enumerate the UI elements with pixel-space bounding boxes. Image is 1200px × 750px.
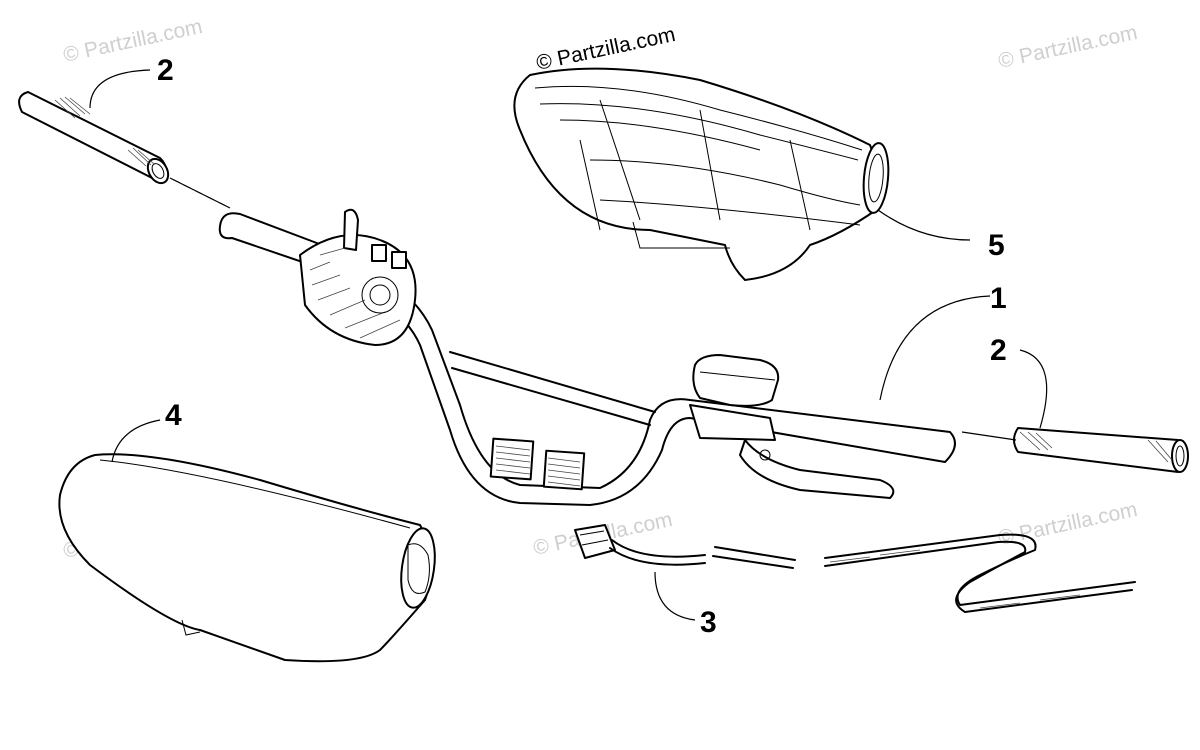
callout-pad-left: 4 (165, 399, 182, 432)
callout-grip-left: 2 (157, 54, 174, 87)
watermark-top-right: © Partzilla.com (996, 21, 1139, 73)
handlebar (218, 212, 956, 506)
lower-pad (58, 453, 436, 663)
callout-wiring-harness: 3 (700, 606, 717, 639)
left-switch-housing (299, 208, 417, 346)
callout-pad-top: 5 (988, 229, 1005, 262)
watermark-top-left: © Partzilla.com (61, 15, 204, 67)
callout-handlebar: 1 (990, 282, 1007, 315)
right-grip (961, 427, 1189, 473)
leader-pad-left (111, 419, 161, 463)
top-pad (513, 67, 890, 281)
leader-harness (654, 571, 696, 621)
wiring-harness (574, 524, 1136, 613)
leader-pad-top (877, 209, 971, 241)
callout-grip-right: 2 (990, 334, 1007, 367)
brake-master-cylinder (689, 354, 895, 499)
left-grip (18, 91, 231, 209)
watermark-primary: © Partzilla.com (534, 23, 677, 75)
leader-grip-right (1019, 349, 1048, 429)
leader-grip-left (89, 69, 151, 109)
leader-handlebar (879, 295, 991, 401)
